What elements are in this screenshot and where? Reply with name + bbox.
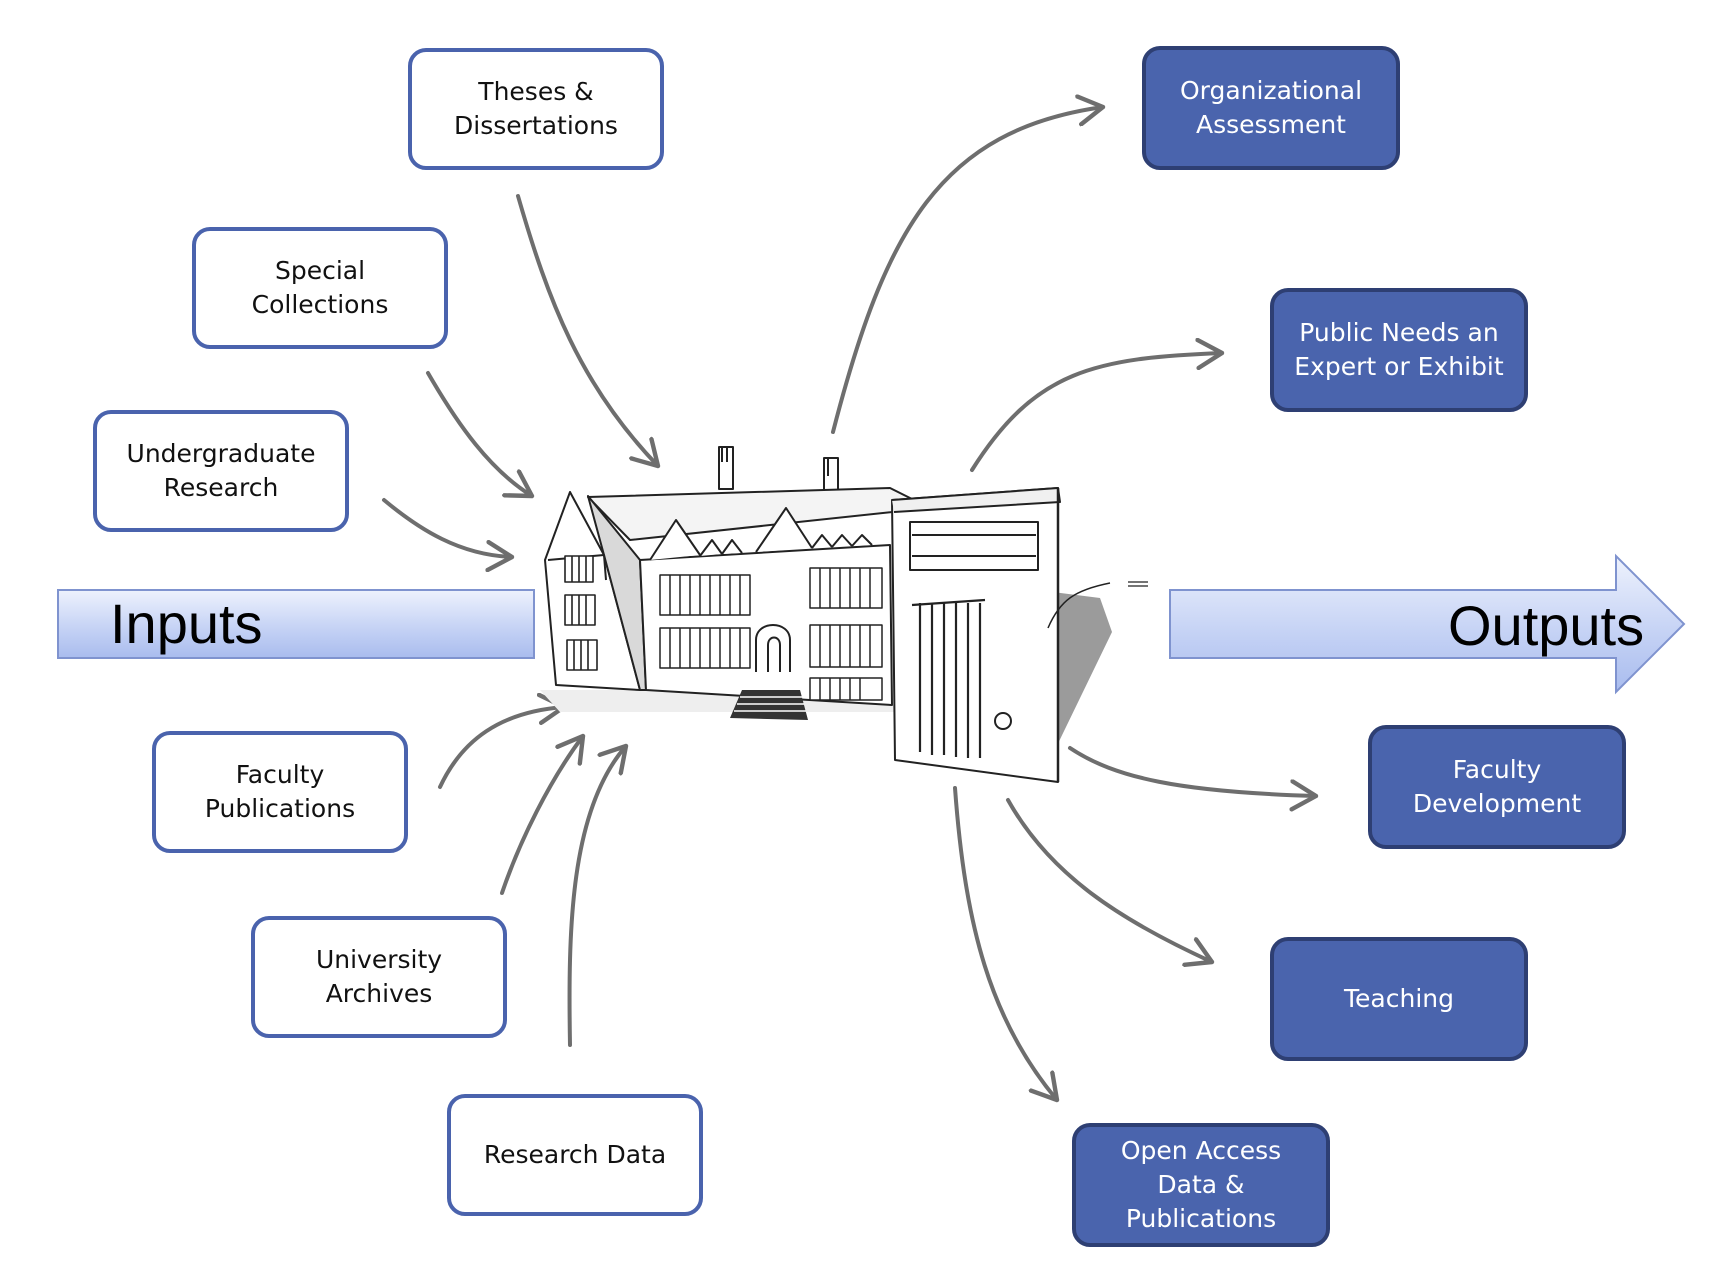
- arrow-theses: [516, 194, 658, 466]
- input-box-undergraduate-research: Undergraduate Research: [93, 410, 349, 532]
- inputs-label: Inputs: [110, 592, 263, 655]
- output-box-teaching: Teaching: [1270, 937, 1528, 1061]
- input-box-special-collections: Special Collections: [192, 227, 448, 349]
- input-box-university-archives: University Archives: [251, 916, 507, 1038]
- outputs-label: Outputs: [1448, 594, 1645, 657]
- output-box-open-access: Open Access Data & Publications: [1072, 1123, 1330, 1247]
- input-box-research-data: Research Data: [447, 1094, 703, 1216]
- arrow-organizational-assessment: [831, 107, 1103, 434]
- arrow-university-archives: [500, 736, 583, 895]
- input-box-faculty-publications: Faculty Publications: [152, 731, 408, 853]
- arrow-public-needs: [970, 353, 1222, 472]
- outputs-band-arrow: [1169, 553, 1686, 695]
- library-building-illustration: [540, 446, 1148, 783]
- arrow-open-access: [953, 786, 1057, 1100]
- arrow-teaching: [1006, 798, 1212, 962]
- output-box-public-needs: Public Needs an Expert or Exhibit: [1270, 288, 1528, 412]
- inputs-band: [57, 589, 535, 659]
- arrow-research-data: [567, 746, 626, 1047]
- output-box-faculty-development: Faculty Development: [1368, 725, 1626, 849]
- arrow-undergraduate: [382, 498, 512, 557]
- output-box-organizational-assessment: Organizational Assessment: [1142, 46, 1400, 170]
- arrow-special-collections: [426, 371, 532, 496]
- input-box-theses: Theses & Dissertations: [408, 48, 664, 170]
- arrow-faculty-development: [1068, 746, 1316, 796]
- arrow-faculty-publications: [438, 707, 564, 789]
